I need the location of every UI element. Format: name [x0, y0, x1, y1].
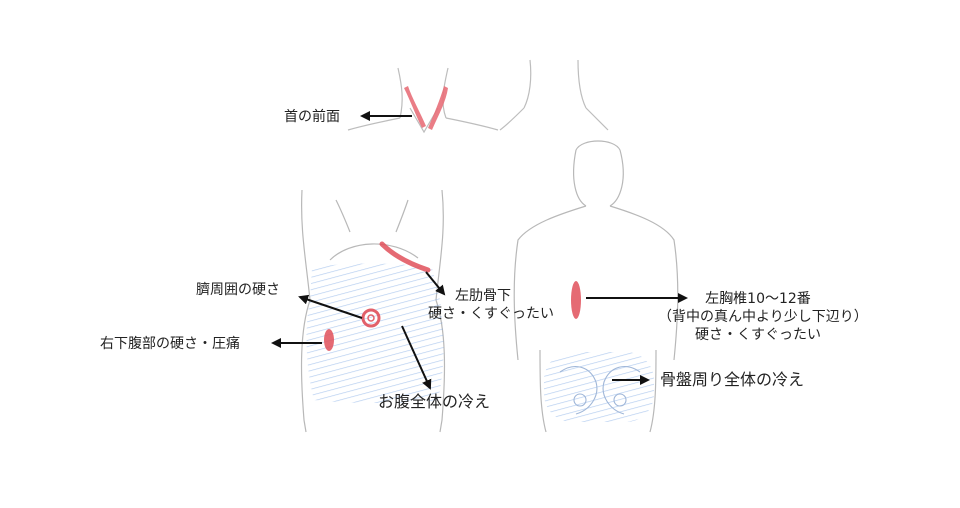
neck-back-figure	[499, 59, 609, 131]
right-lower-abdomen-marker	[324, 329, 334, 351]
label-thoracic-line2: （背中の真ん中より少し下辺り）	[658, 309, 868, 325]
arrow-left-rib	[425, 271, 446, 296]
label-thoracic-line3: 硬さ・くすぐったい	[695, 327, 821, 343]
label-pelvis-cold: 骨盤周り全体の冷え	[660, 370, 805, 389]
label-thoracic-line1: 左胸椎10〜12番	[705, 291, 811, 307]
label-neck-front: 首の前面	[284, 109, 340, 125]
left-rib-marker	[379, 241, 431, 273]
label-left-rib-line2: 硬さ・くすぐったい	[428, 306, 554, 322]
label-navel: 臍周囲の硬さ	[196, 282, 280, 298]
label-left-rib-line1: 左肋骨下	[455, 288, 511, 304]
pelvis-bones	[559, 366, 641, 415]
back-figure	[513, 140, 679, 433]
neck-front-marker	[404, 86, 448, 130]
label-left-rib: 左肋骨下 硬さ・くすぐったい	[428, 287, 554, 323]
navel-marker	[361, 308, 381, 328]
label-right-lower-abdomen: 右下腹部の硬さ・圧痛	[100, 336, 240, 352]
arrow-abdomen-cold	[401, 325, 432, 390]
abdomen-cold-area	[306, 263, 444, 403]
arrow-navel	[298, 294, 363, 319]
label-abdomen-cold: お腹全体の冷え	[378, 392, 491, 411]
label-thoracic: 左胸椎10〜12番 （背中の真ん中より少し下辺り） 硬さ・くすぐったい	[658, 290, 868, 344]
pelvis-cold-area	[544, 352, 654, 422]
neck-front-figure	[347, 67, 499, 134]
thoracic-marker	[571, 281, 581, 319]
arrows	[271, 111, 688, 390]
